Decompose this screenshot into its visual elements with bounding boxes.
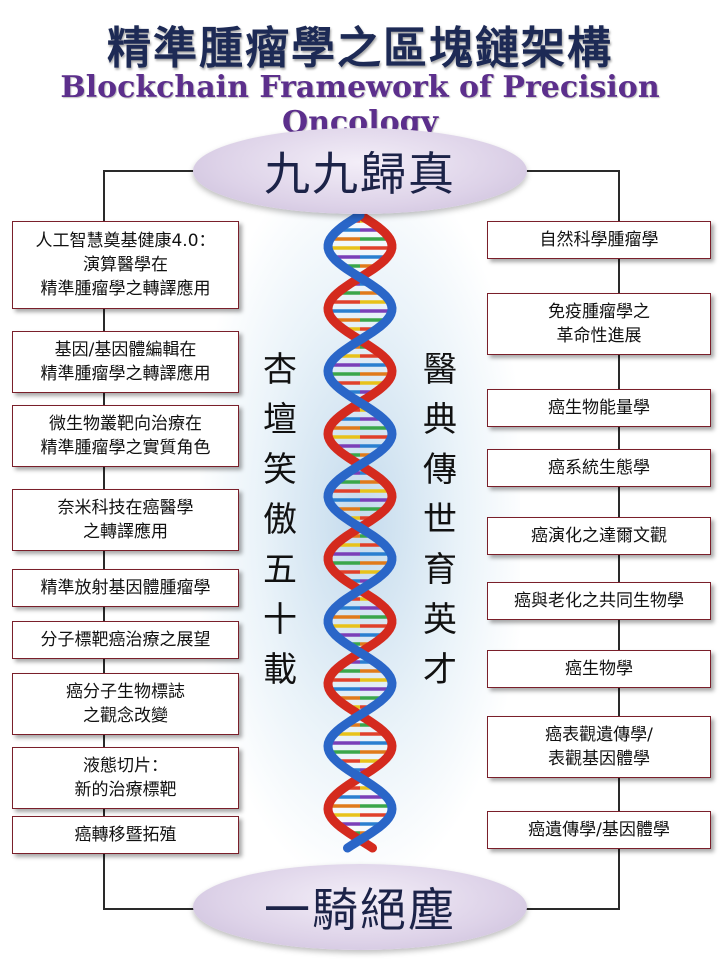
left-box: 奈米科技在癌醫學 之轉譯應用: [12, 489, 239, 551]
right-box: 癌與老化之共同生物學: [487, 582, 711, 620]
right-box: 癌生物學: [487, 650, 711, 688]
bottom-oval: 一騎絕塵: [193, 864, 527, 950]
right-box: 自然科學腫瘤學: [487, 221, 711, 259]
left-box: 人工智慧奠基健康4.0： 演算醫學在 精準腫瘤學之轉譯應用: [12, 221, 239, 309]
right-box: 癌系統生態學: [487, 449, 711, 487]
helix-strand-blue: [323, 210, 397, 853]
left-box: 微生物叢靶向治療在 精準腫瘤學之實質角色: [12, 405, 239, 467]
right-box: 癌生物能量學: [487, 389, 711, 427]
right-box: 癌演化之達爾文觀: [487, 517, 711, 555]
helix-strand-red: [323, 210, 397, 853]
left-box: 精準放射基因體腫瘤學: [12, 569, 239, 607]
left-box: 液態切片： 新的治療標靶: [12, 747, 239, 809]
left-box: 基因/基因體編輯在 精準腫瘤學之轉譯應用: [12, 331, 239, 393]
left-box: 分子標靶癌治療之展望: [12, 621, 239, 659]
right-vertical-text: 醫 典 傳 世 育 英 才: [423, 350, 457, 690]
left-box: 癌轉移暨拓殖: [12, 816, 239, 854]
left-vertical-text: 杏 壇 笑 傲 五 十 載: [263, 350, 297, 690]
right-box: 免疫腫瘤學之 革命性進展: [487, 293, 711, 355]
left-box: 癌分子生物標誌 之觀念改變: [12, 673, 239, 735]
right-box: 癌遺傳學/基因體學: [487, 811, 711, 849]
right-box: 癌表觀遺傳學/ 表觀基因體學: [487, 716, 711, 778]
top-oval: 九九歸真: [193, 128, 527, 214]
title-chinese: 精準腫瘤學之區塊鏈架構: [107, 23, 613, 74]
